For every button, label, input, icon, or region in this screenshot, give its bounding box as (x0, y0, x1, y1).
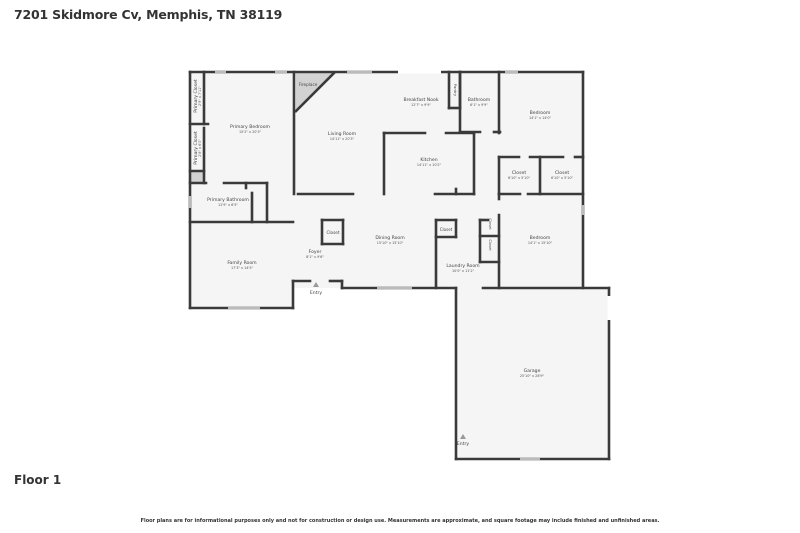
bathroom-dims: 6'1" x 9'9" (470, 103, 488, 107)
laundry-closet-3-name: Closet (488, 239, 492, 251)
property-address: 7201 Skidmore Cv, Memphis, TN 38119 (14, 7, 283, 22)
dining-room-dims: 15'10" x 15'10" (377, 241, 404, 245)
foyer-dims: 8'1" x 9'6" (306, 255, 324, 259)
garage-name: Garage (524, 368, 541, 374)
bedroom-2-dims: 14'1" x 15'10" (528, 241, 553, 245)
disclaimer: Floor plans are for informational purpos… (140, 518, 660, 524)
family-room-name: Family Room (227, 260, 257, 266)
closet-a-name: Closet (512, 170, 527, 176)
closet-a-dims: 6'10" x 5'10" (508, 176, 531, 180)
dining-room-name: Dining Room (375, 235, 405, 241)
primary-closet-2-dims: 2'8" x 6'0" (198, 139, 202, 157)
pantry-name: Pantry (453, 84, 458, 97)
closet-b-dims: 6'10" x 5'10" (551, 176, 574, 180)
room-labels: Primary Closet 2'9" x 7'11" Primary Clos… (193, 79, 573, 447)
fireplace-name: Fireplace (299, 82, 318, 87)
floor-fill (190, 72, 609, 459)
laundry-closet-2-name: Closet (488, 218, 492, 230)
laundry-closet-name: Closet (440, 227, 453, 232)
primary-closet-1-name: Primary Closet (193, 79, 199, 113)
bedroom-1-dims: 14'1" x 14'0" (529, 116, 552, 120)
foyer-closet-name: Closet (326, 230, 339, 235)
garage-dims: 25'10" x 28'9" (520, 374, 545, 378)
primary-bedroom-dims: 15'2" x 20'3" (239, 130, 262, 134)
floor-label: Floor 1 (14, 473, 62, 487)
kitchen-name: Kitchen (420, 157, 437, 163)
laundry-room-dims: 10'0" x 11'2" (452, 269, 475, 273)
primary-closet-2-name: Primary Closet (193, 131, 199, 165)
primary-closet-1-dims: 2'9" x 7'11" (198, 86, 202, 106)
main-entry-label: Entry (310, 290, 323, 296)
breakfast-nook-dims: 12'7" x 9'9" (411, 103, 431, 107)
closet-b-name: Closet (555, 170, 570, 176)
bedroom-2-name: Bedroom (530, 235, 551, 241)
living-room-name: Living Room (328, 131, 357, 137)
primary-closet-hatch (191, 171, 203, 182)
openings (398, 70, 611, 320)
primary-bedroom-name: Primary Bedroom (230, 124, 271, 130)
primary-bathroom-dims: 12'9" x 6'5" (218, 203, 238, 207)
main-entry-marker (313, 282, 319, 287)
foyer-name: Foyer (309, 249, 322, 255)
family-room-dims: 17'3" x 14'5" (231, 266, 254, 270)
breakfast-nook-name: Breakfast Nook (403, 97, 438, 103)
living-room-dims: 14'11" x 20'3" (330, 137, 355, 141)
windows (188, 70, 585, 461)
garage-entry-marker (460, 434, 466, 439)
garage-entry-label: Entry (457, 441, 470, 447)
bedroom-1-name: Bedroom (530, 110, 551, 116)
bathroom-name: Bathroom (468, 97, 491, 103)
laundry-room-name: Laundry Room (446, 263, 480, 269)
kitchen-dims: 14'11" x 10'2" (417, 163, 442, 167)
primary-bathroom-name: Primary Bathroom (207, 197, 249, 203)
